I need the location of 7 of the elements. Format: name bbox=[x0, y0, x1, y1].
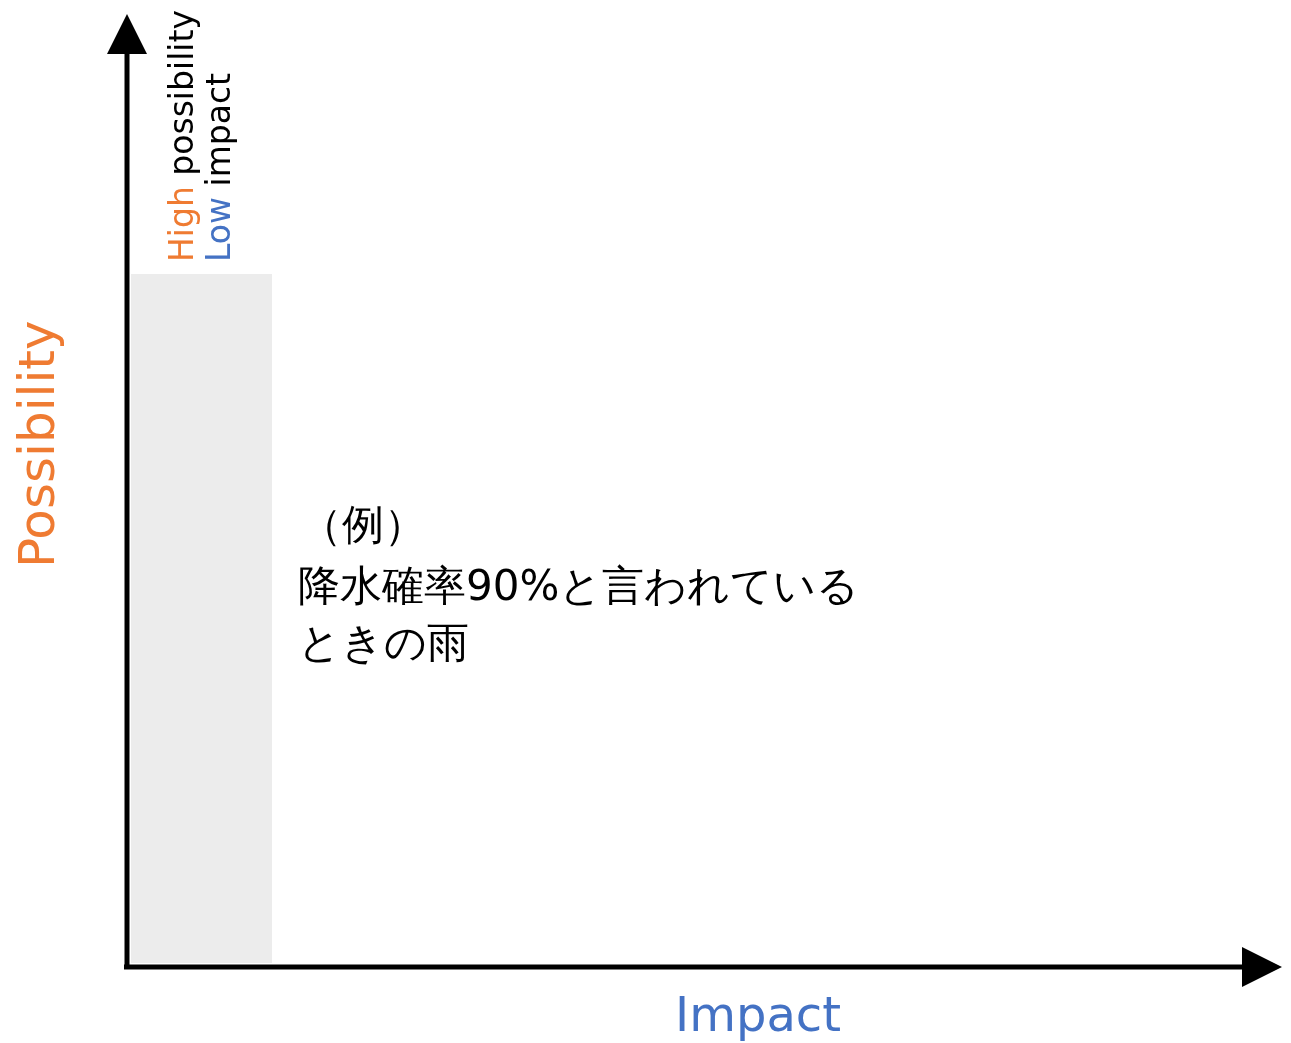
quadrant-label: High possibility bbox=[164, 10, 201, 262]
example-text: 降水確率90%と言われているときの雨 bbox=[298, 560, 861, 669]
y-axis-label: Possibility bbox=[10, 320, 65, 568]
shaded-region bbox=[131, 274, 272, 963]
quadrant-label: Low impact bbox=[201, 72, 238, 262]
x-axis-label: Impact bbox=[675, 988, 841, 1041]
example-heading: （例） bbox=[300, 502, 426, 549]
